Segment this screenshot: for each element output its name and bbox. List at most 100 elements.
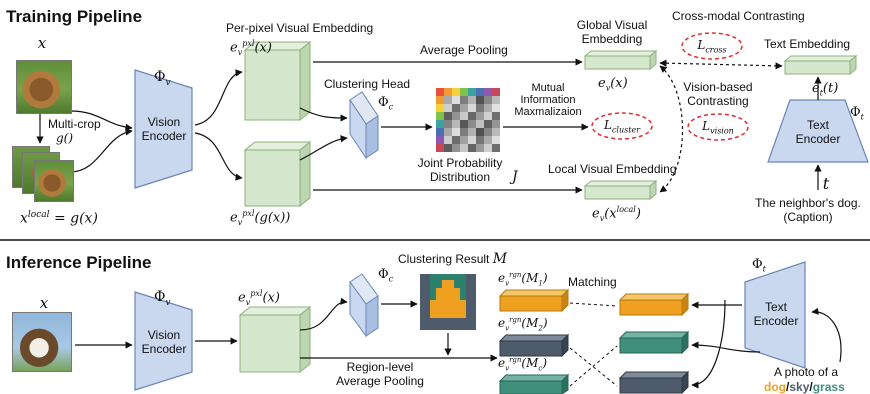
per-pixel-title: Per-pixel Visual Embedding	[226, 21, 374, 35]
clustering-head-slab-infer	[349, 273, 379, 338]
training-title: Training Pipeline	[6, 7, 143, 26]
heatmap-cell	[444, 112, 452, 120]
phi-c-label-infer: Φc	[378, 267, 394, 284]
heatmap-cell	[476, 144, 484, 152]
heatmap-cell	[436, 112, 444, 120]
arrow-cross-contrast	[659, 59, 783, 70]
t-variable: t	[822, 174, 830, 193]
heatmap-cell	[452, 104, 460, 112]
phi-v-label: Φv	[154, 69, 171, 88]
heatmap-cell	[460, 120, 468, 128]
heatmap-cell	[484, 120, 492, 128]
match-line-1	[569, 302, 618, 307]
arrow-encoder-to-pxl-local	[194, 132, 243, 181]
global-embedding-bar	[583, 49, 658, 71]
average-pooling-label: Average Pooling	[420, 43, 508, 57]
prompt-classes: dog/sky/grass	[764, 380, 845, 394]
heatmap-cell	[468, 96, 476, 104]
heatmap-cell	[436, 136, 444, 144]
text-encoder-infer	[744, 261, 806, 369]
heatmap-cell	[492, 144, 500, 152]
heatmap-cell	[492, 112, 500, 120]
text-embedding-bar-dog	[618, 292, 690, 317]
arrow-infer-pxl-to-cluster	[299, 297, 348, 331]
heatmap-cell	[444, 128, 452, 136]
arrow-crops-to-encoder	[69, 128, 133, 173]
arrow-prompt-to-te	[811, 307, 842, 363]
heatmap-cell	[468, 88, 476, 96]
heatmap-cell	[444, 136, 452, 144]
loss-vision-ring	[687, 113, 749, 141]
heatmap-cell	[476, 128, 484, 136]
heatmap-cell	[476, 120, 484, 128]
local-embedding-bar	[583, 179, 658, 201]
per-pixel-embedding-cube	[243, 40, 312, 122]
loss-vision: Lvision	[702, 119, 734, 136]
match-line-3	[569, 345, 618, 387]
arrow-vision-contrast	[659, 65, 683, 193]
heatmap-cell	[444, 88, 452, 96]
loss-cluster-ring	[591, 112, 653, 140]
heatmap-cell	[452, 120, 460, 128]
region-embedding-bar-2	[498, 333, 570, 358]
text-embedding-label: Text Embedding	[764, 37, 851, 51]
heatmap-cell	[452, 136, 460, 144]
heatmap-cell	[468, 112, 476, 120]
prompt-line-1: A photo of a	[774, 365, 839, 379]
rgn-symbol-2: evrgn(M2)	[498, 316, 548, 333]
caption-label: The neighbor's dog.(Caption)	[755, 196, 861, 224]
heatmap-cell	[452, 88, 460, 96]
heatmap-cell	[444, 120, 452, 128]
heatmap-cell	[492, 120, 500, 128]
loss-cluster: Lcluster	[603, 118, 641, 135]
phi-t-label-infer: Φt	[752, 257, 766, 274]
arrow-encoder-to-pxl	[194, 69, 243, 126]
heatmap-cell	[444, 96, 452, 104]
heatmap-cell	[484, 104, 492, 112]
cross-modal-label: Cross-modal Contrasting	[672, 9, 805, 23]
matching-label: Matching	[568, 275, 617, 289]
per-pixel-symbol: evpxl(x)	[230, 39, 272, 57]
arrow-pxl-to-cluster	[299, 107, 348, 122]
multi-crop-label: Multi-crop	[48, 117, 101, 131]
phi-t-label: Φt	[850, 105, 864, 122]
dog-photo-icon	[16, 60, 72, 114]
heatmap-cell	[436, 96, 444, 104]
phi-c-label: Φc	[378, 95, 394, 112]
crop-photo-icon	[34, 160, 74, 202]
text-embedding-bar	[783, 54, 858, 76]
rgn-symbol-c: evrgn(Mc)	[498, 356, 547, 373]
arrow-te-to-grass	[691, 341, 761, 353]
heatmap-cell	[460, 136, 468, 144]
inference-title: Inference Pipeline	[6, 253, 152, 272]
heatmap-cell	[436, 144, 444, 152]
x-variable: x	[37, 34, 47, 52]
heatmap-cell	[476, 104, 484, 112]
arrow-pxl-local-to-cluster	[299, 135, 348, 161]
heatmap-cell	[460, 104, 468, 112]
text-encoder-train	[767, 99, 869, 163]
heatmap-cell	[484, 136, 492, 144]
heatmap-cell	[436, 104, 444, 112]
heatmap-cell	[476, 88, 484, 96]
heatmap-cell	[460, 128, 468, 136]
per-pixel-embedding-cube-infer	[238, 305, 312, 374]
per-pixel-local-symbol: evpxl(g(x))	[230, 209, 291, 227]
phi-v-label-infer: Φv	[154, 289, 171, 308]
heatmap-cell	[492, 88, 500, 96]
heatmap-cell	[484, 144, 492, 152]
per-pixel-local-embedding-cube	[243, 140, 312, 208]
heatmap-cell	[460, 144, 468, 152]
clustering-result-label: Clustering Result M	[398, 251, 508, 267]
match-line-2	[569, 347, 618, 387]
loss-cross-ring	[681, 32, 743, 60]
heatmap-cell	[484, 112, 492, 120]
